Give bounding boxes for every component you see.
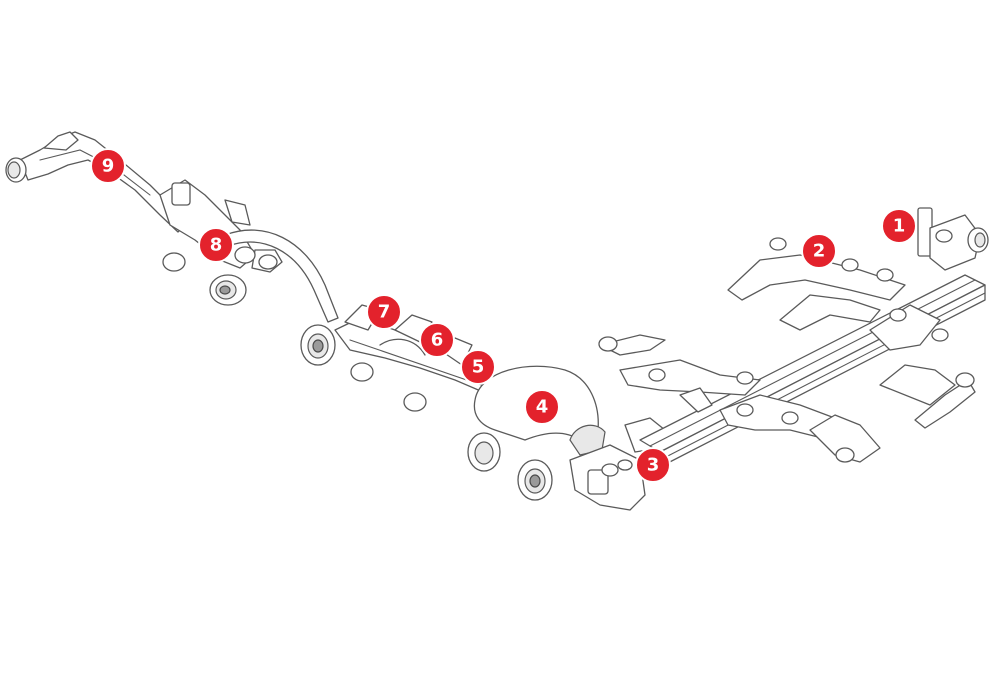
callout-9: 9 xyxy=(90,148,126,184)
callout-7: 7 xyxy=(366,294,402,330)
callout-8: 8 xyxy=(198,227,234,263)
callout-2: 2 xyxy=(801,233,837,269)
callout-2-label: 2 xyxy=(813,241,826,262)
upper-arm-assembly xyxy=(727,237,976,429)
callout-1: 1 xyxy=(881,208,917,244)
vertical-post xyxy=(917,207,989,271)
callout-4: 4 xyxy=(524,389,560,425)
callout-6-label: 6 xyxy=(431,330,444,351)
callout-9-label: 9 xyxy=(102,156,115,177)
end-clamp xyxy=(569,417,666,511)
callout-6: 6 xyxy=(419,322,455,358)
callout-7-label: 7 xyxy=(378,302,391,323)
callout-3-label: 3 xyxy=(647,455,660,476)
curved-arm xyxy=(224,229,339,323)
callout-5: 5 xyxy=(460,349,496,385)
callout-3: 3 xyxy=(635,447,671,483)
callout-8-label: 8 xyxy=(210,235,223,256)
lower-arm-assembly xyxy=(598,334,881,463)
handle-lever xyxy=(5,131,186,233)
callout-5-label: 5 xyxy=(472,357,485,378)
callout-1-label: 1 xyxy=(893,216,906,237)
callout-4-label: 4 xyxy=(536,397,549,418)
